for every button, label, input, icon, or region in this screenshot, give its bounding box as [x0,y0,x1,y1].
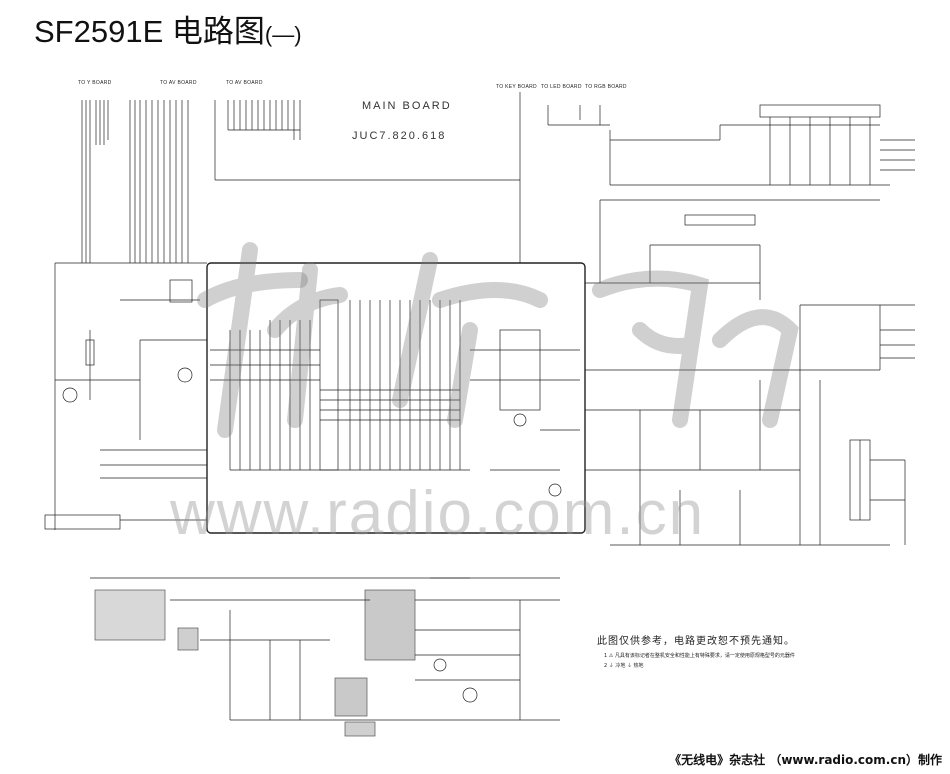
connector-label-av-board-1: TO AV BOARD [160,80,197,86]
y-board-lines [81,100,109,263]
connector-label-y-board: TO Y BOARD [78,80,112,86]
bottom-left-connector [44,514,121,530]
power-supply-section [90,577,560,737]
connector-label-rgb-board: TO RGB BOARD [585,84,627,90]
board-code: JUC7.820.618 [352,130,447,142]
watermark-url: www.radio.com.cn [170,479,706,548]
board-name: MAIN BOARD [362,100,452,112]
connector-label-led-board: TO LED BOARD [541,84,582,90]
footer-credit: 《无线电》杂志社 （www.radio.com.cn）制作 [669,753,942,767]
page-title-suffix: (—) [264,22,302,47]
note-line-1: 1 ⚠ 凡具有该标记者在整机安全和性能上有特殊要求，请一定使用原规格型号的元器件 [604,653,795,659]
av-board-1-lines [129,100,189,263]
ic-pin-lines [210,300,470,471]
note-line-2: 2 ⏚ 冷地 ⏚ 热地 [604,663,644,669]
watermark-logo [197,242,799,438]
main-ic-frame [206,262,586,534]
note-title: 此图仅供参考，电路更改恕不预先通知。 [597,636,795,647]
main-ic-body [319,299,339,471]
connector-label-av-board-2: TO AV BOARD [226,80,263,86]
page-title: SF2591E 电路图(—) [34,14,302,49]
connector-label-key-board: TO KEY BOARD [496,84,537,90]
av-board-2-lines [214,100,520,181]
